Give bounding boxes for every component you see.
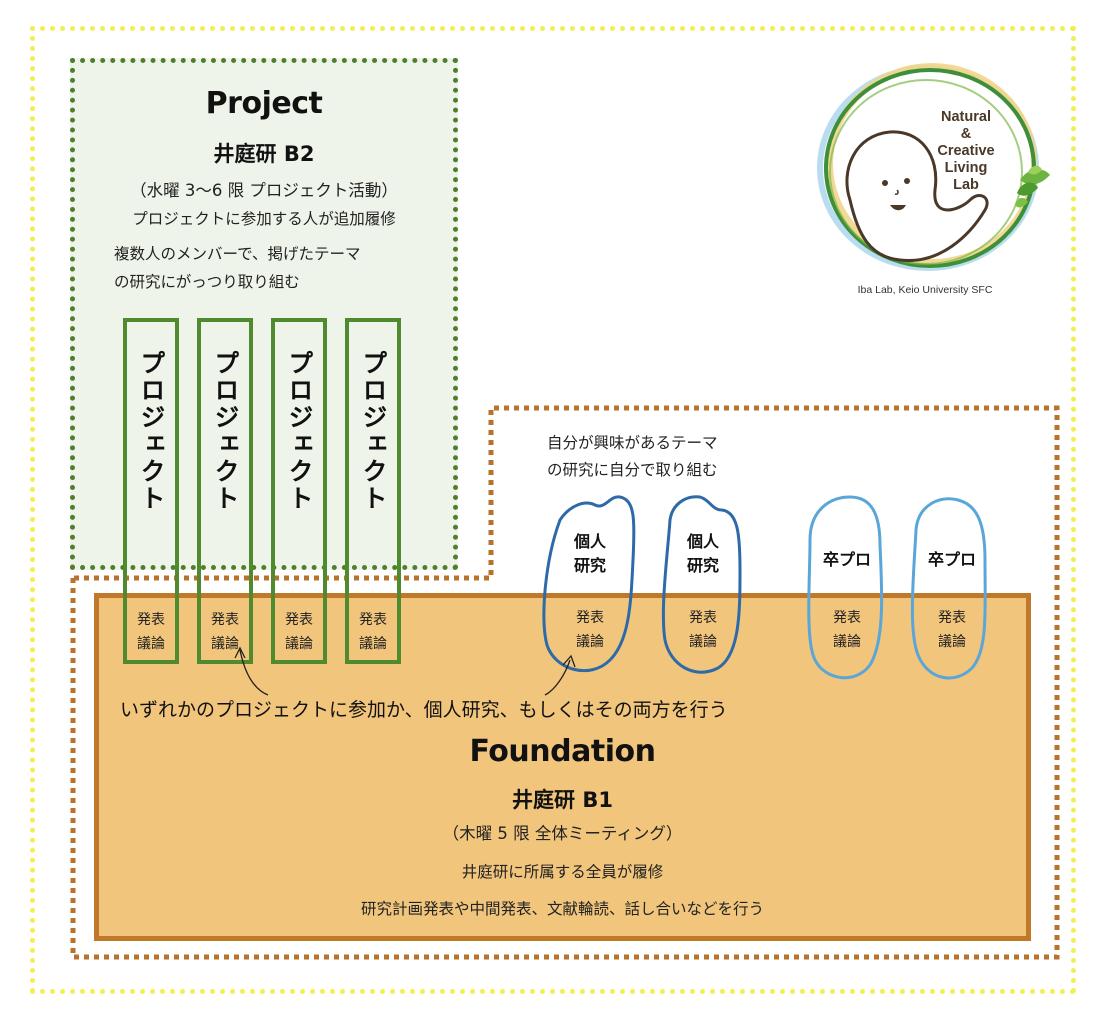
foundation-desc-1: 井庭研に所属する全員が履修 [461, 863, 664, 881]
presentation-label: 発表 [833, 610, 861, 626]
lab-logo: Natural & Creative Living Lab [817, 63, 1050, 271]
presentation-label: 発表 [137, 612, 165, 628]
character-drawing [845, 130, 989, 263]
project-column-label: プロジェクト [285, 350, 314, 512]
graduation-project-label-1: 卒プロ [805, 548, 889, 572]
project-schedule: （水曜 3〜6 限 プロジェクト活動） [130, 181, 398, 200]
project-desc-2: 複数人のメンバーで、掲げたテーマ の研究にがっつり取り組む [114, 240, 444, 296]
arrow-head [562, 654, 576, 668]
logo-caption: Iba Lab, Keio University SFC [857, 284, 993, 296]
arrow-head [234, 646, 246, 659]
project-column-label: プロジェクト [137, 350, 166, 512]
label-line: 個人 [686, 532, 719, 551]
label-line: 卒プロ [927, 550, 976, 569]
project-column-label: プロジェクト [359, 350, 388, 512]
discussion-label: 議論 [359, 636, 387, 652]
individual-research-label-1: 個人 研究 [555, 530, 625, 578]
leaf-icon [1015, 197, 1028, 208]
individual-research-label-2: 個人 研究 [668, 530, 738, 578]
individual-research-sub-2: 発表 議論 [668, 606, 738, 654]
individual-note: 自分が興味があるテーマ の研究に自分で取り組む [547, 430, 787, 484]
individual-note-line-2: の研究に自分で取り組む [547, 461, 718, 479]
graduation-project-label-2: 卒プロ [910, 548, 994, 572]
project-title: Project [205, 86, 323, 121]
foundation-course: 井庭研 B1 [512, 788, 613, 812]
graduation-project-sub-2: 発表 議論 [917, 606, 987, 654]
discussion-label: 議論 [576, 634, 604, 650]
discussion-label: 議論 [833, 634, 861, 650]
project-column-3: プロジェクト 発表 議論 [271, 318, 327, 664]
project-column-4: プロジェクト 発表 議論 [345, 318, 401, 664]
project-area [70, 58, 458, 570]
label-line: 研究 [573, 556, 606, 575]
individual-research-blob-2 [661, 495, 742, 674]
project-column-2: プロジェクト 発表 議論 [197, 318, 253, 664]
project-column-label: プロジェクト [211, 350, 240, 512]
logo-text-line-3: Creative [937, 143, 994, 159]
logo-text-line-5: Lab [953, 177, 979, 193]
foundation-desc-2: 研究計画発表や中間発表、文献輪読、話し合いなどを行う [360, 900, 764, 918]
leaf-icon [1020, 169, 1050, 185]
discussion-label: 議論 [689, 634, 717, 650]
project-column-sub: 発表 議論 [275, 608, 323, 656]
join-note: いずれかのプロジェクトに参加か、個人研究、もしくはその両方を行う [120, 699, 728, 721]
label-line: 卒プロ [822, 550, 871, 569]
label-line: 個人 [573, 532, 606, 551]
graduation-project-blob-1 [807, 495, 884, 680]
project-column-1: プロジェクト 発表 議論 [123, 318, 179, 664]
project-course: 井庭研 B2 [213, 142, 315, 166]
presentation-label: 発表 [359, 612, 387, 628]
connector-arrow-individual [544, 659, 571, 696]
leaf-icon [1017, 182, 1038, 196]
individual-research-blob-1 [542, 495, 636, 673]
logo-text-line-2: & [961, 126, 972, 142]
graduation-project-sub-1: 発表 議論 [812, 606, 882, 654]
leaf-icon [1028, 165, 1042, 175]
foundation-title: Foundation [469, 734, 656, 769]
discussion-label: 議論 [938, 634, 966, 650]
project-column-sub: 発表 議論 [349, 608, 397, 656]
discussion-label: 議論 [137, 636, 165, 652]
individual-note-line-1: 自分が興味があるテーマ [547, 434, 718, 452]
graduation-project-blob-2 [910, 497, 987, 680]
presentation-label: 発表 [576, 610, 604, 626]
presentation-label: 発表 [689, 610, 717, 626]
presentation-label: 発表 [285, 612, 313, 628]
project-desc-2-line-2: の研究にがっつり取り組む [114, 273, 300, 291]
foundation-outline [70, 405, 1060, 960]
project-column-sub: 発表 議論 [201, 608, 249, 656]
logo-text-line-1: Natural [941, 109, 991, 125]
discussion-label: 議論 [211, 636, 239, 652]
label-line: 研究 [686, 556, 719, 575]
presentation-label: 発表 [211, 612, 239, 628]
outer-frame [30, 26, 1076, 994]
presentation-label: 発表 [938, 610, 966, 626]
logo-text-line-4: Living [945, 160, 988, 176]
project-column-sub: 発表 議論 [127, 608, 175, 656]
connector-arrow-project [239, 649, 269, 696]
project-desc-1: プロジェクトに参加する人が追加履修 [132, 210, 396, 228]
individual-research-sub-1: 発表 議論 [555, 606, 625, 654]
foundation-schedule: （木曜 5 限 全体ミーティング） [442, 824, 683, 843]
project-desc-2-line-1: 複数人のメンバーで、掲げたテーマ [114, 245, 361, 263]
discussion-label: 議論 [285, 636, 313, 652]
